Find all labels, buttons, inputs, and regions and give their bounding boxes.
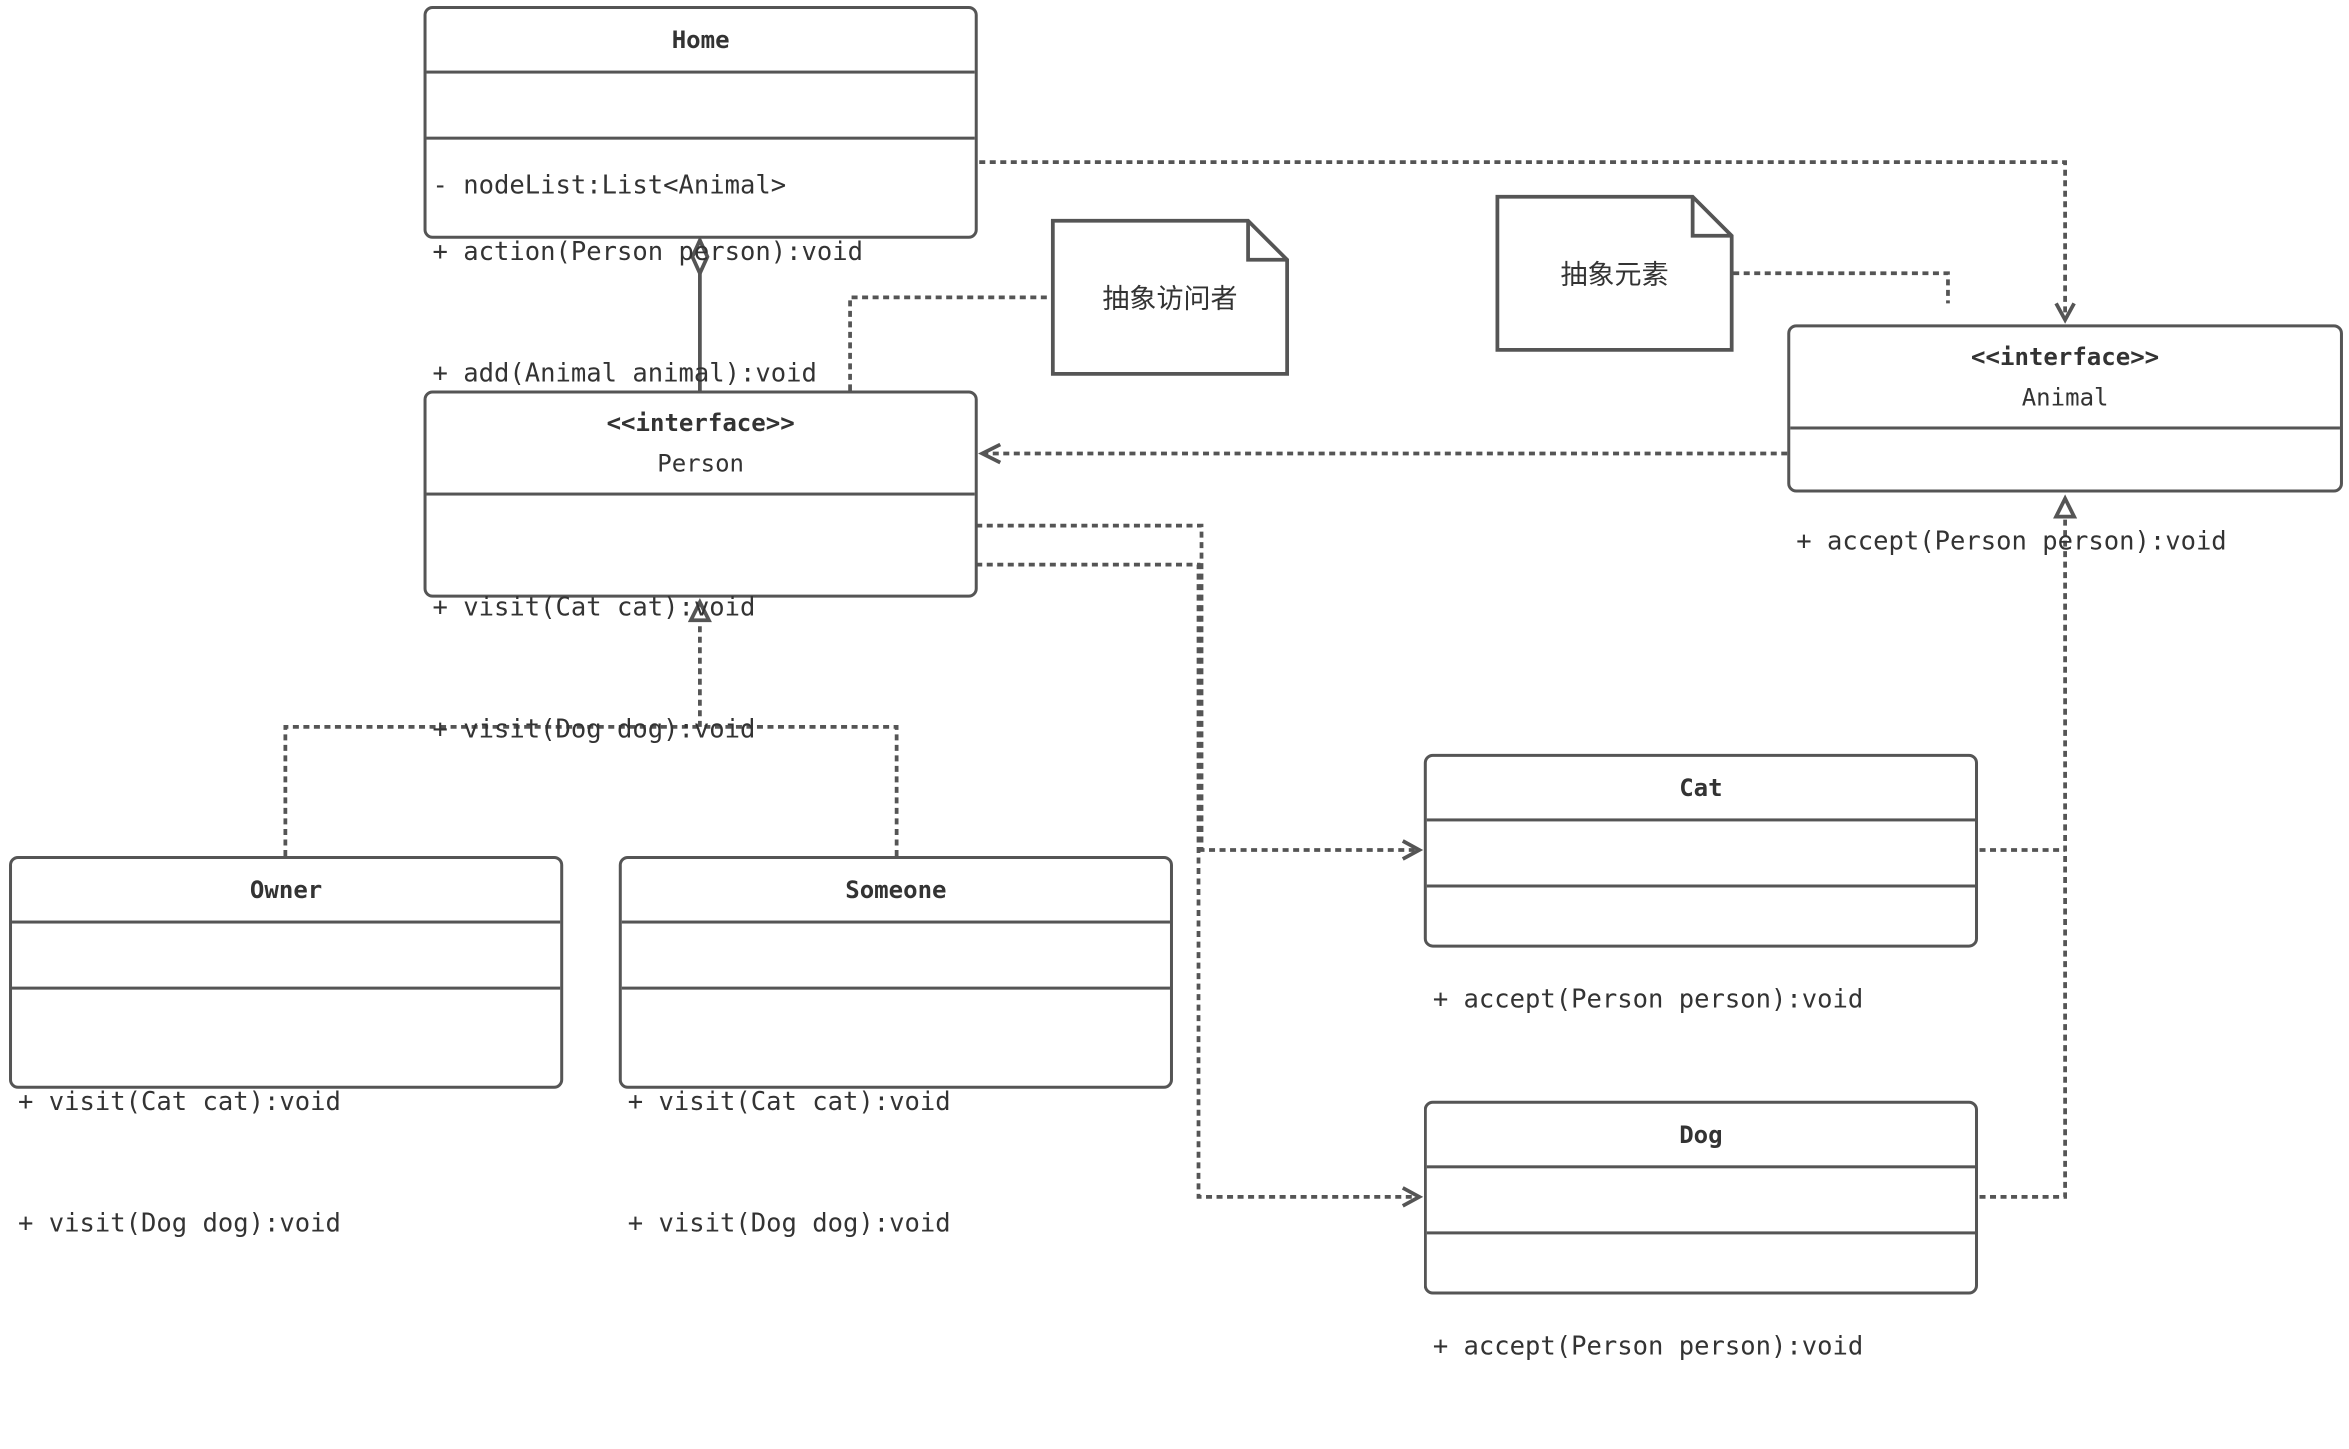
realization-line-someone [699,724,899,856]
note-shape [1495,194,1734,352]
attribute-section [1426,818,1975,884]
dependency-line-person-dog [976,562,1418,1199]
note-text: 抽象访问者 [1102,283,1238,316]
dependency-line-person-cat [976,523,1418,852]
dependency-line-home-animal [979,160,2067,319]
method: + add(Animal animal):void [432,358,817,389]
class-name: Animal [2021,382,2109,412]
method: + visit(Dog dog):void [627,1208,951,1239]
class-name: Home [671,25,730,55]
realization-triangle-icon [2053,494,2078,519]
attribute-section [621,920,1170,987]
relation-lines [283,160,2078,1208]
stereotype-label: <<interface>> [1971,342,2160,371]
class-someone[interactable]: Someone + visit(Cat cat):void + visit(Do… [618,855,1173,1239]
attribute: - nodeList:List<Animal> [432,171,787,202]
class-name: Owner [249,875,323,905]
class-name: Dog [1679,1120,1723,1149]
class-home[interactable]: Home - nodeList:List<Animal> + action(Pe… [423,6,978,389]
method: + visit(Cat cat):void [18,1087,341,1118]
aggregation-diamond-icon [690,235,710,278]
class-name: Cat [1679,773,1723,802]
note-abstract-element[interactable]: 抽象元素 [1495,194,1734,352]
method: + visit(Cat cat):void [432,593,756,624]
method: + visit(Cat cat):void [627,1087,951,1118]
dependency-arrowhead-icon [2054,302,2076,324]
uml-class-diagram: Home - nodeList:List<Animal> + action(Pe… [9,6,2343,1362]
method-section: + action(Person person):void + add(Anima… [426,136,975,476]
realization-line-dog [1979,516,2067,1199]
method-section: + accept(Person person):void [1790,426,2340,644]
method-section: + accept(Person person):void [1426,884,1975,1103]
class-name: Someone [845,875,947,905]
class-person[interactable]: <<interface>> Person + visit(Cat cat):vo… [423,390,978,745]
attribute-section: - nodeList:List<Animal> [426,70,975,201]
note-text: 抽象元素 [1560,259,1669,292]
method: + accept(Person person):void [1432,985,1864,1016]
method: + accept(Person person):void [1432,1332,1864,1363]
class-dog[interactable]: Dog + accept(Person person):void [1423,1100,1979,1362]
note-shape [1050,218,1290,376]
method: + visit(Dog dog):void [432,714,756,745]
method-section: + accept(Person person):void [1426,1231,1975,1449]
attribute-section [1426,1165,1975,1231]
attribute-section [12,920,561,987]
class-animal[interactable]: <<interface>> Animal + accept(Person per… [1787,324,2343,557]
realization-triangle-icon [687,597,712,623]
method: + action(Person person):void [432,237,863,268]
note-abstract-visitor[interactable]: 抽象访问者 [1050,218,1290,376]
method-section: + visit(Cat cat):void + visit(Dog dog):v… [621,986,1170,1326]
class-name: Person [657,449,745,478]
class-owner[interactable]: Owner + visit(Cat cat):void + visit(Dog … [9,855,564,1239]
method: + visit(Dog dog):void [18,1208,341,1239]
dependency-arrowhead-icon [978,442,1002,465]
method-section: + visit(Cat cat):void + visit(Dog dog):v… [12,986,561,1326]
dependency-arrowhead-icon [1401,1186,1424,1208]
stereotype-label: <<interface>> [606,408,795,437]
class-cat[interactable]: Cat + accept(Person person):void [1423,753,1979,1015]
realization-line-owner [283,724,700,856]
dependency-arrowhead-icon [1401,839,1424,861]
method: + accept(Person person):void [1796,527,2227,558]
note-link-abstract-element [1733,271,1950,304]
method-section: + visit(Cat cat):void + visit(Dog dog):v… [426,492,975,832]
